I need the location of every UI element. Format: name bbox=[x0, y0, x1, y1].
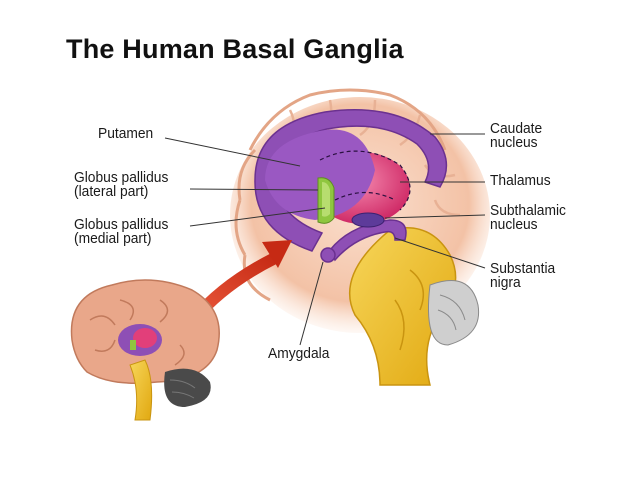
small-brain bbox=[70, 279, 220, 421]
leader-subthalamic bbox=[384, 214, 486, 219]
label-globus-pallidus-lateral: Globus pallidus (lateral part) bbox=[74, 169, 169, 200]
label-subthalamic-line2: nucleus bbox=[490, 216, 538, 233]
label-substantia-line1: Substantia bbox=[490, 260, 556, 277]
cerebellum-section bbox=[427, 280, 480, 346]
leader-amygdala bbox=[299, 261, 324, 346]
label-amygdala: Amygdala bbox=[268, 345, 330, 362]
label-subthalamic-nucleus: Subthalamic nucleus bbox=[490, 202, 566, 233]
leader-gp-medial bbox=[189, 207, 326, 227]
label-gp-medial-line2: (medial part) bbox=[74, 230, 152, 247]
label-globus-pallidus-medial: Globus pallidus (medial part) bbox=[74, 216, 169, 247]
label-thalamus: Thalamus bbox=[490, 172, 551, 189]
label-substantia-nigra: Substantia nigra bbox=[490, 260, 556, 291]
label-caudate-line2: nucleus bbox=[490, 134, 538, 151]
leader-gp-lateral bbox=[189, 188, 319, 191]
leader-putamen bbox=[164, 137, 301, 167]
label-caudate-nucleus: Caudate nucleus bbox=[490, 120, 543, 151]
label-caudate-line1: Caudate bbox=[490, 120, 543, 137]
label-gp-lateral-line2: (lateral part) bbox=[74, 183, 149, 200]
label-putamen: Putamen bbox=[98, 125, 154, 142]
subthalamic-shape bbox=[351, 212, 385, 228]
brainstem bbox=[348, 227, 457, 386]
label-gp-medial-line1: Globus pallidus bbox=[74, 216, 169, 233]
leader-lines bbox=[164, 133, 486, 346]
label-subthalamic-line1: Subthalamic bbox=[490, 202, 566, 219]
leader-substantia bbox=[394, 237, 486, 269]
globus-pallidus bbox=[317, 177, 335, 224]
diagram-title: The Human Basal Ganglia bbox=[66, 34, 404, 64]
label-substantia-line2: nigra bbox=[490, 274, 521, 291]
label-gp-lateral-line1: Globus pallidus bbox=[74, 169, 169, 186]
